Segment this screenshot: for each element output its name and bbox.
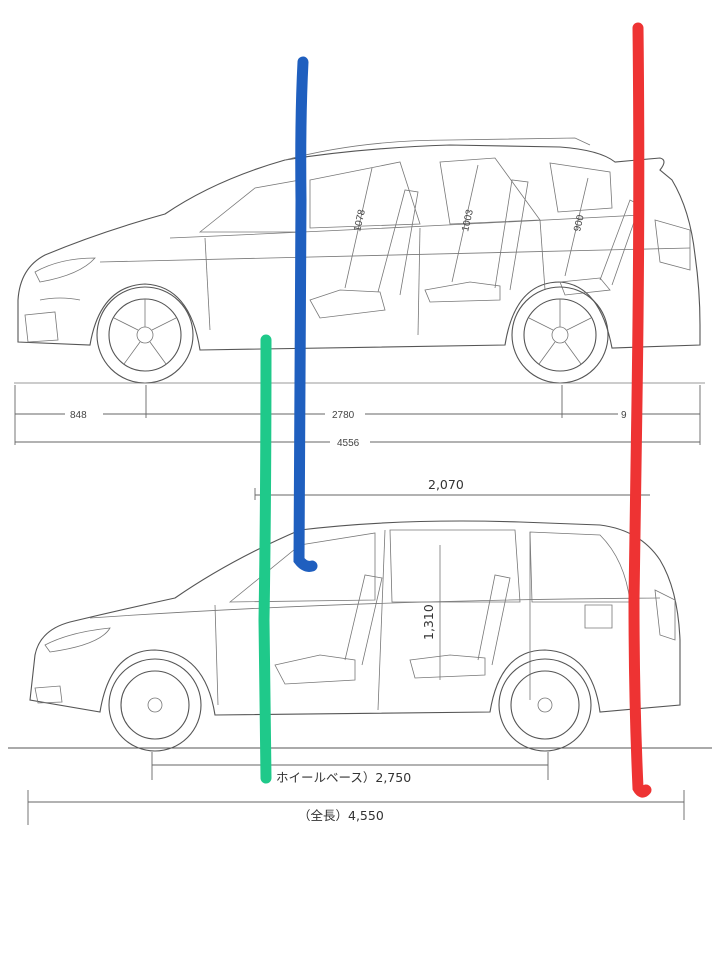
top-dim-1078: 1078 (352, 208, 368, 233)
top-rear-wheel (511, 286, 609, 384)
top-car-body (17, 144, 701, 351)
bottom-front-wheel (108, 658, 202, 752)
blue-marker (293, 56, 318, 572)
bottom-dim-1310: 1,310 (421, 604, 436, 640)
bottom-interior-length-label: 2,070 (428, 477, 464, 492)
bottom-rear-wheel (498, 658, 592, 752)
bottom-car-body (29, 520, 681, 716)
top-dim-1003: 1003 (460, 208, 476, 233)
top-rear-overhang-label: 9 (621, 410, 627, 421)
top-front-wheel (96, 286, 194, 384)
top-dim-900: 900 (572, 214, 587, 233)
red-marker (628, 22, 652, 798)
top-wheelbase-label: 2780 (332, 410, 355, 421)
top-dimensions: 848 2780 9 4556 (14, 385, 701, 449)
top-car: 1078 1003 900 (14, 137, 705, 384)
bottom-car: 1,310 (8, 520, 712, 752)
top-front-overhang-label: 848 (70, 410, 87, 421)
bottom-dimensions: 2,070 ホイールベース）2,750 （全長）4,550 (27, 477, 685, 825)
green-marker (258, 334, 272, 784)
bottom-overall-length-label: （全長）4,550 (298, 808, 384, 823)
top-overall-length-label: 4556 (337, 438, 360, 449)
bottom-wheelbase-label: ホイールベース）2,750 (276, 770, 411, 785)
markers (258, 22, 652, 798)
